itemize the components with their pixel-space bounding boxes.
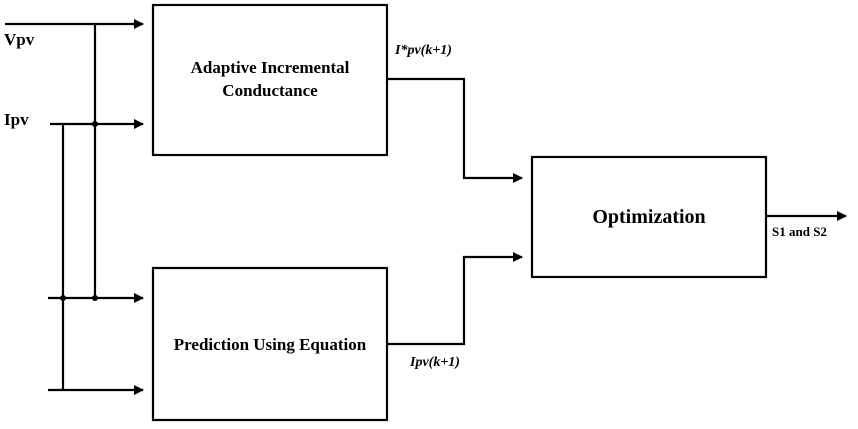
ipv-pred-connector: [387, 252, 523, 346]
ipv-pred-signal-label: Ipv(k+1): [410, 355, 460, 370]
junction-dot: [60, 295, 66, 301]
output-signal-label: S1 and S2: [772, 224, 827, 239]
vpv-label: Vpv: [4, 30, 35, 49]
prediction-label: Prediction Using Equation: [173, 335, 367, 354]
aic-line-1: Adaptive Incremental: [190, 58, 350, 77]
junction-dot: [92, 121, 98, 127]
adaptive-incremental-conductance-label: Adaptive Incremental Conductance: [153, 57, 387, 103]
istar-signal-label: I*pv(k+1): [395, 43, 452, 58]
istar-connector: [387, 77, 523, 183]
aic-line-2: Conductance: [222, 80, 318, 100]
ipv-label: Ipv: [4, 110, 29, 129]
junction-dot: [92, 295, 98, 301]
optimization-label: Optimization: [592, 206, 706, 228]
